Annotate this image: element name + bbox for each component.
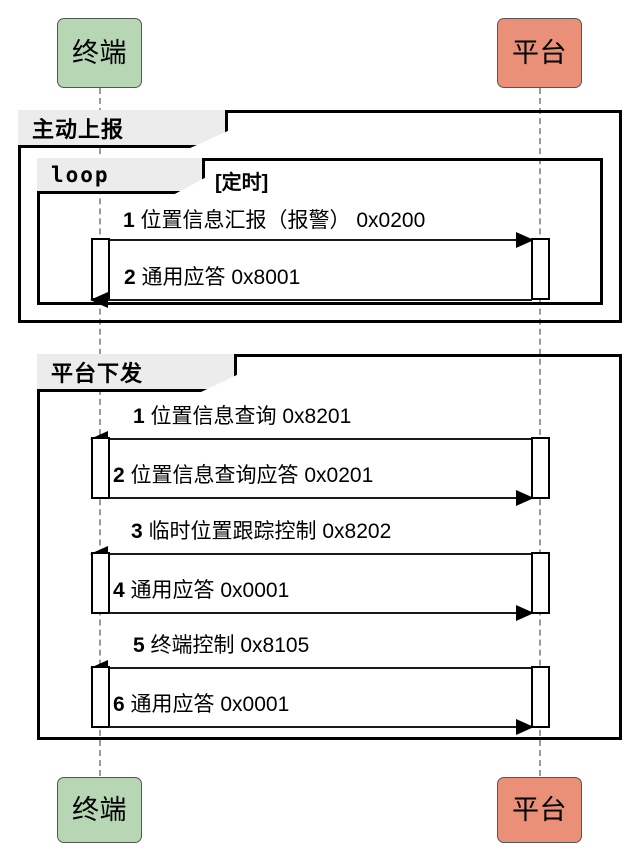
activation-terminal-b — [91, 552, 110, 614]
message-label-8: 6 通用应答 0x0001 — [113, 694, 289, 715]
fragment-loop-label-tab: loop — [37, 158, 205, 194]
activation-platform-loop — [531, 238, 550, 300]
fragment-platform-dispatch-label-tab: 平台下发 — [37, 354, 237, 392]
message-text-4: 位置信息查询应答 0x0201 — [130, 464, 374, 487]
message-label-7: 5 终端控制 0x8105 — [133, 635, 309, 656]
actor-terminal-bottom[interactable]: 终端 — [57, 777, 142, 843]
message-seq-4: 2 — [113, 464, 125, 487]
message-arrowhead-8 — [516, 719, 534, 735]
message-label-2: 2 通用应答 0x8001 — [124, 267, 300, 288]
message-line-1 — [101, 239, 533, 241]
lifeline-platform — [539, 88, 541, 776]
actor-platform-top[interactable]: 平台 — [497, 18, 582, 88]
message-seq-5: 3 — [131, 520, 143, 543]
message-line-4 — [109, 497, 533, 499]
message-seq-8: 6 — [113, 693, 125, 716]
fragment-active-report — [18, 110, 622, 323]
fragment-loop-timed — [37, 158, 603, 305]
message-text-6: 通用应答 0x0001 — [130, 579, 290, 602]
actor-platform-bottom-label: 平台 — [512, 794, 567, 825]
message-line-7 — [108, 667, 532, 669]
activation-platform-c — [531, 666, 550, 728]
message-seq-2: 2 — [124, 266, 136, 289]
message-label-4: 2 位置信息查询应答 0x0201 — [113, 465, 373, 486]
message-text-3: 位置信息查询 0x8201 — [150, 405, 352, 428]
message-seq-6: 4 — [113, 579, 125, 602]
message-arrowhead-4 — [516, 490, 534, 506]
message-text-2: 通用应答 0x8001 — [141, 266, 301, 289]
actor-platform-top-label: 平台 — [512, 37, 567, 68]
message-text-7: 终端控制 0x8105 — [150, 634, 310, 657]
message-arrowhead-6 — [516, 605, 534, 621]
fragment-active-report-label: 主动上报 — [32, 116, 125, 142]
message-arrowhead-1 — [516, 232, 534, 248]
fragment-loop-guard: [定时] — [215, 172, 269, 194]
actor-terminal-top-label: 终端 — [72, 37, 127, 68]
message-line-8 — [109, 726, 533, 728]
message-label-1: 1 位置信息汇报（报警） 0x0200 — [123, 210, 425, 231]
message-label-3: 1 位置信息查询 0x8201 — [133, 406, 351, 427]
fragment-loop-label: loop — [51, 162, 110, 187]
activation-platform-a — [531, 437, 550, 499]
message-line-5 — [108, 553, 532, 555]
activation-terminal-a — [91, 437, 110, 499]
message-text-5: 临时位置跟踪控制 0x8202 — [148, 520, 392, 543]
message-seq-7: 5 — [133, 634, 145, 657]
activation-platform-b — [531, 552, 550, 614]
message-arrowhead-2 — [90, 292, 108, 308]
actor-platform-bottom[interactable]: 平台 — [497, 777, 582, 843]
message-seq-3: 1 — [133, 405, 145, 428]
message-seq-1: 1 — [123, 209, 135, 232]
message-line-2 — [108, 299, 532, 301]
message-label-5: 3 临时位置跟踪控制 0x8202 — [131, 521, 391, 542]
message-line-6 — [109, 612, 533, 614]
message-text-1: 位置信息汇报（报警） 0x0200 — [140, 209, 426, 232]
actor-terminal-bottom-label: 终端 — [72, 794, 127, 825]
fragment-platform-dispatch-label: 平台下发 — [51, 360, 144, 386]
message-label-6: 4 通用应答 0x0001 — [113, 580, 289, 601]
message-text-8: 通用应答 0x0001 — [130, 693, 290, 716]
activation-terminal-loop — [91, 238, 110, 300]
fragment-active-report-label-tab: 主动上报 — [18, 110, 228, 148]
fragment-platform-dispatch — [37, 354, 622, 740]
message-line-3 — [108, 438, 532, 440]
actor-terminal-top[interactable]: 终端 — [57, 18, 142, 88]
activation-terminal-c — [91, 666, 110, 728]
